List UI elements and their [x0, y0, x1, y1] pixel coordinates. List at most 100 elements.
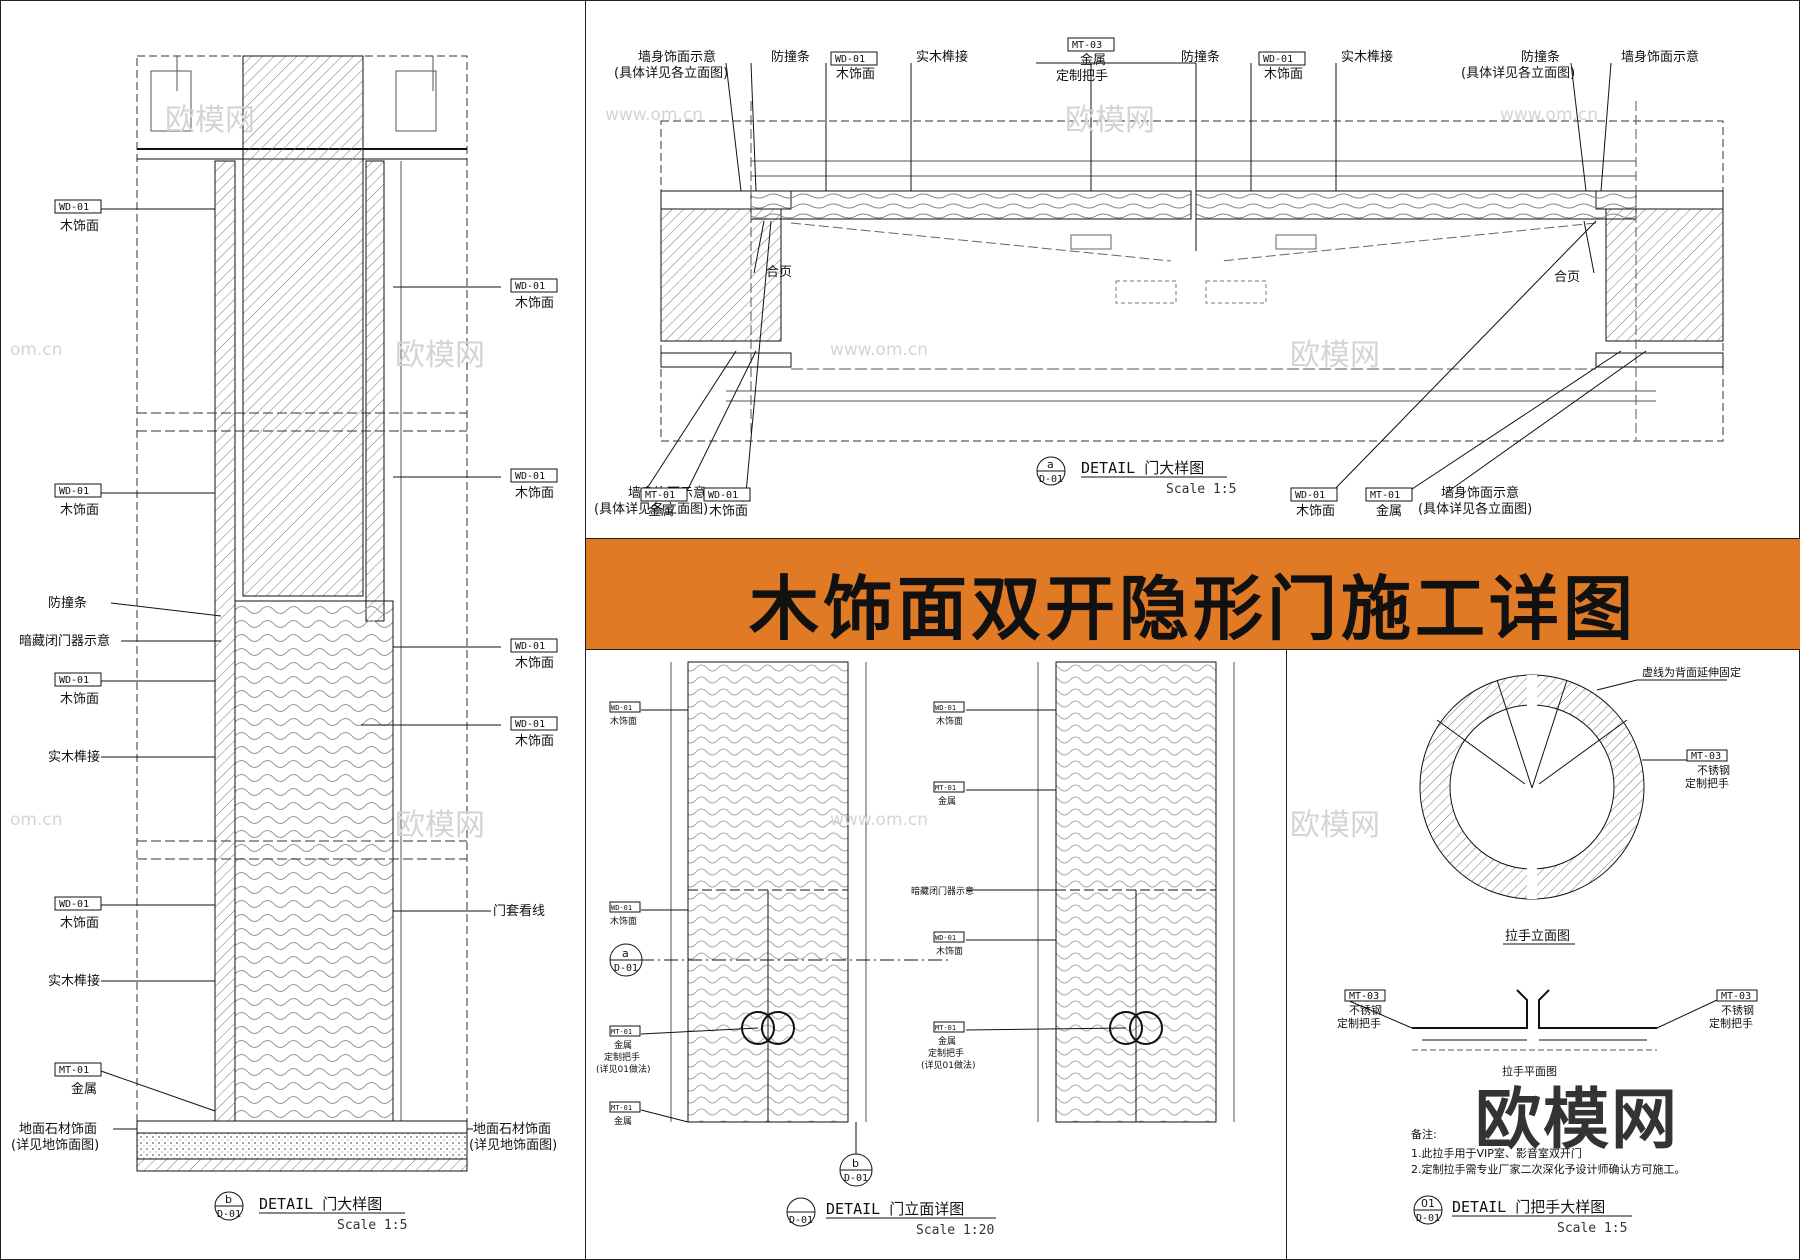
watermark-cn-5: 欧模网: [395, 808, 485, 843]
banner-title: 木饰面双开隐形门施工详图: [749, 568, 1637, 650]
b-label-wood-2: 木饰面: [60, 503, 99, 518]
b-tag-wd-5: WD-01: [515, 281, 545, 292]
a-label-wall-2b: (具体详见各立面图): [1461, 65, 1575, 81]
elev-tag-mt-1: MT-01: [611, 1028, 632, 1036]
b-tag-wd-6: WD-01: [515, 471, 545, 482]
elev-title-ref: D-01: [789, 1215, 813, 1226]
elev-label-wood-2: 木饰面: [610, 915, 637, 927]
elev-section-marker-a: a: [622, 947, 629, 960]
a-label-custom-handle-1: 定制把手: [1056, 69, 1108, 84]
a-label-wall-1b: (具体详见各立面图): [614, 65, 728, 81]
handle-label-elevation: 拉手立面图: [1505, 929, 1570, 944]
watermark-en-1: www.om.cn: [830, 340, 929, 360]
a-tag-mt-3: MT-03: [1072, 40, 1102, 51]
b-title-scale: Scale 1:5: [337, 1218, 407, 1233]
a-label-wood-1: 木饰面: [836, 67, 875, 82]
handle-tag-mt3-3: MT-03: [1721, 991, 1751, 1002]
elev-label-metal-3: 金属: [938, 795, 956, 807]
elev-title-text: DETAIL 门立面详图: [826, 1200, 964, 1218]
a-title-ref: D-01: [1039, 474, 1063, 485]
elev-tag-mt-3: MT-01: [935, 784, 956, 792]
panel-door-elevation: a D-01 b D-01 WD-01 木饰面 WD-01 木饰面 MT-01 …: [585, 649, 1287, 1260]
b-label-wood-6: 木饰面: [515, 486, 554, 501]
a-label-wood-3: 木饰面: [709, 504, 748, 519]
elev-label-wood-1: 木饰面: [610, 715, 637, 727]
b-label-wood-5: 木饰面: [515, 296, 554, 311]
watermark-cn-6: 欧模网: [1290, 808, 1380, 843]
a-tag-wd-2: WD-01: [1263, 54, 1293, 65]
elev-label-detail-1: (详见01做法): [596, 1063, 650, 1075]
a-label-bumper-2: 防撞条: [1181, 49, 1220, 65]
b-label-wood-8: 木饰面: [515, 734, 554, 749]
a-label-wall-3b: (具体详见各立面图): [594, 501, 708, 517]
b-label-bumper: 防撞条: [48, 595, 87, 611]
b-label-floor-left-1: 地面石材饰面: [19, 1122, 97, 1137]
watermark-cn-1: 欧模网: [165, 103, 255, 138]
handle-notes-heading: 备注:: [1411, 1127, 1437, 1141]
elev-label-wood-3: 木饰面: [936, 715, 963, 727]
handle-label-stainless-1: 不锈钢: [1697, 764, 1730, 777]
b-title-ref: D-01: [217, 1209, 241, 1220]
detail-a-drawing: 墙身饰面示意 (具体详见各立面图) 防撞条 WD-01 木饰面 实木榫接 MT-…: [594, 37, 1724, 519]
watermark-cn-3: 欧模网: [1065, 103, 1155, 138]
elev-label-wood-4: 木饰面: [936, 945, 963, 957]
a-tag-mt-1b: MT-01: [1370, 490, 1400, 501]
watermark-cn-4: 欧模网: [1290, 338, 1380, 373]
a-label-metal-3: 金属: [1376, 503, 1402, 519]
a-tag-mt-1a: MT-01: [645, 490, 675, 501]
handle-title-marker: 01: [1421, 1197, 1435, 1210]
elev-title-scale: Scale 1:20: [916, 1223, 994, 1238]
elev-label-closer: 暗藏闭门器示意: [911, 885, 974, 897]
handle-title-scale: Scale 1:5: [1557, 1221, 1627, 1236]
title-banner: 木饰面双开隐形门施工详图: [586, 538, 1800, 652]
elevation-drawing: a D-01 b D-01 WD-01 木饰面 WD-01 木饰面 MT-01 …: [596, 661, 1235, 1238]
elev-label-handle-2: 定制把手: [928, 1047, 964, 1059]
handle-tag-mt3-1: MT-03: [1691, 751, 1721, 762]
b-label-wood-7: 木饰面: [515, 656, 554, 671]
b-label-tenon-2: 实木榫接: [48, 973, 100, 989]
a-label-wood-4: 木饰面: [1296, 504, 1335, 519]
a-label-bumper-1: 防撞条: [771, 49, 810, 65]
a-label-hinge-2: 合页: [1554, 270, 1580, 285]
a-label-wall-1: 墙身饰面示意: [638, 49, 716, 65]
a-label-hinge-1: 合页: [766, 265, 792, 280]
a-title-marker: a: [1047, 458, 1054, 471]
a-label-tenon-1: 实木榫接: [916, 49, 968, 65]
a-label-wall-2: 墙身饰面示意: [1621, 49, 1699, 65]
handle-label-custom-3: 定制把手: [1709, 1016, 1753, 1030]
elev-tag-wd-4: WD-01: [935, 934, 956, 942]
panel-detail-a-plan: 墙身饰面示意 (具体详见各立面图) 防撞条 WD-01 木饰面 实木榫接 MT-…: [585, 0, 1800, 539]
elev-section-marker-b: b: [852, 1157, 859, 1170]
elev-label-metal-4: 金属: [938, 1035, 956, 1047]
b-title-marker: b: [225, 1193, 232, 1206]
watermark-en-2: www.om.cn: [605, 105, 704, 125]
b-tag-wd-4: WD-01: [59, 899, 89, 910]
a-label-tenon-2: 实木榫接: [1341, 49, 1393, 65]
handle-label-custom-1: 定制把手: [1685, 776, 1729, 790]
elev-tag-wd-2: WD-01: [611, 904, 632, 912]
a-tag-wd-1: WD-01: [835, 54, 865, 65]
elev-tag-mt-4: MT-01: [935, 1024, 956, 1032]
watermark-en-5: om.cn: [10, 340, 63, 360]
panel-detail-b-vertical-section: WD-01 木饰面 WD-01 木饰面 防撞条 暗藏闭门器示意 WD-01 木饰…: [0, 0, 586, 1260]
b-label-wood-3: 木饰面: [60, 692, 99, 707]
b-label-casing: 门套看线: [493, 903, 545, 919]
panel-handle-detail: 虚线为背面延伸固定 MT-03 不锈钢 定制把手 拉手立面图 MT-03 不锈钢…: [1286, 649, 1800, 1260]
b-title-text: DETAIL 门大样图: [259, 1195, 382, 1213]
watermark-cn-2: 欧模网: [395, 338, 485, 373]
handle-title-ref: D-01: [1416, 1213, 1440, 1224]
handle-notes-line2: 2.定制拉手需专业厂家二次深化予设计师确认方可施工。: [1411, 1162, 1686, 1176]
b-tag-wd-1: WD-01: [59, 202, 89, 213]
elev-tag-wd-3: WD-01: [935, 704, 956, 712]
b-label-metal: 金属: [71, 1081, 97, 1097]
a-label-bumper-3: 防撞条: [1521, 49, 1560, 65]
b-tag-wd-2: WD-01: [59, 486, 89, 497]
b-label-closer: 暗藏闭门器示意: [19, 633, 110, 649]
a-label-wall-4b: (具体详见各立面图): [1418, 501, 1532, 517]
handle-notes-line1: 1.此拉手用于VIP室、影音室双开门: [1411, 1146, 1582, 1160]
handle-label-custom-2: 定制把手: [1337, 1016, 1381, 1030]
b-label-wood-1: 木饰面: [60, 219, 99, 234]
b-label-floor-left-2: (详见地饰面图): [11, 1138, 99, 1153]
elev-label-handle-1: 定制把手: [604, 1051, 640, 1063]
b-label-floor-right-2: (详见地饰面图): [469, 1138, 557, 1153]
